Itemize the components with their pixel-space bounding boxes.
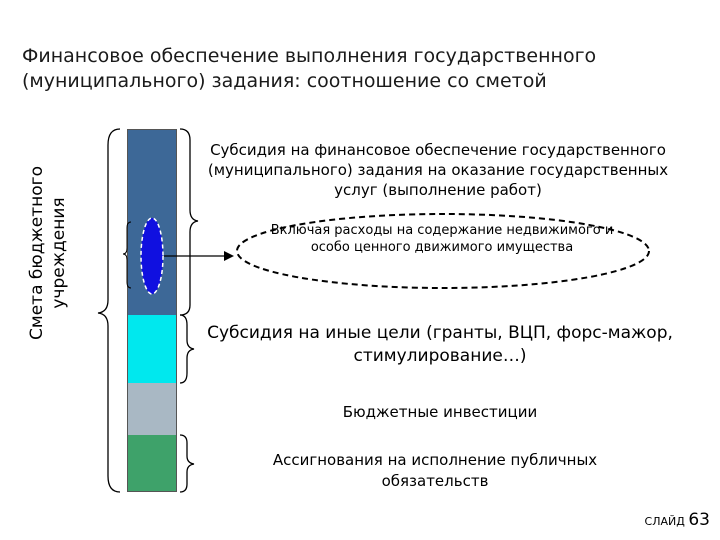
segment-budget-investments: [127, 383, 177, 435]
left-brace-big: [97, 128, 121, 493]
label-public-obligations: Ассигнования на исполнение публичных обя…: [272, 451, 598, 490]
dashed-ellipse: [236, 213, 650, 289]
segment-other-purposes: [127, 315, 177, 383]
label-subsidy-state-task: Субсидия на финансовое обеспечение госуд…: [207, 141, 669, 199]
slide-title: Финансовое обеспечение выполнения госуда…: [22, 45, 597, 92]
slide-number: СЛАЙД 63: [645, 510, 710, 530]
left-brace-small: [122, 221, 132, 289]
right-brace-other: [179, 314, 195, 384]
label-budget-investments: Бюджетные инвестиции: [342, 403, 538, 421]
label-included-expenses: Включая расходы на содержание недвижимог…: [270, 223, 614, 255]
arrow-head: [224, 251, 234, 261]
slide-number-value: 63: [688, 510, 710, 530]
right-brace-public: [179, 434, 195, 493]
right-brace-state-task: [179, 128, 199, 316]
property-ellipse: [140, 217, 164, 295]
slide-word: СЛАЙД: [644, 515, 685, 528]
segment-public-obligations: [127, 435, 177, 492]
label-subsidy-other: Субсидия на иные цели (гранты, ВЦП, форс…: [207, 323, 673, 366]
